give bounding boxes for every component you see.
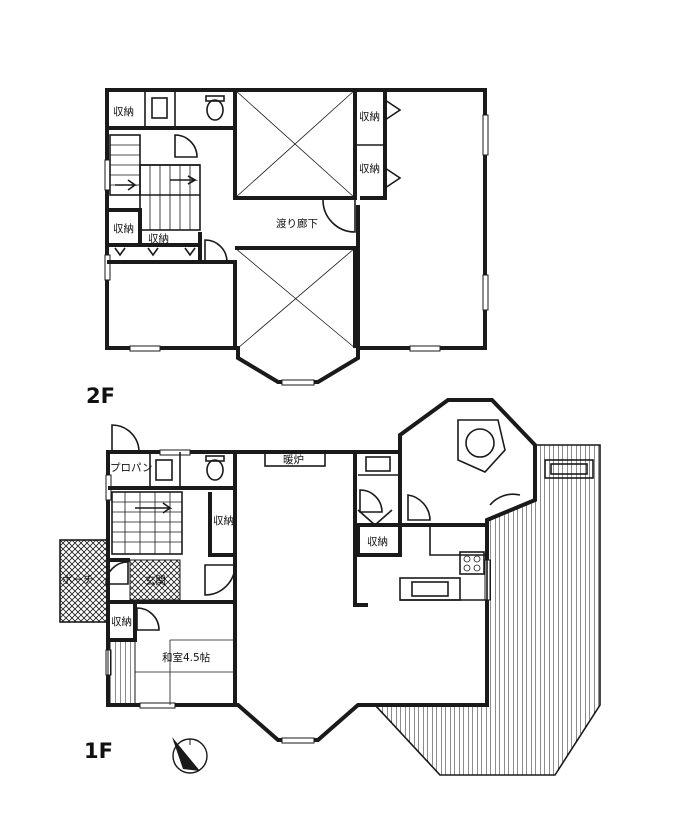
deck-area <box>373 444 601 776</box>
lower-stairs <box>111 491 183 555</box>
upper-storage-label: 収納 <box>359 110 380 123</box>
tatami-border-area <box>107 639 136 706</box>
porch-label: ポーチ <box>62 574 94 586</box>
upper-floor-label: 2F <box>86 384 115 408</box>
lower-floor-plan: プロパン 暖炉 収納 収納 収納 ポーチ 玄関 和室4.5帖 1F <box>59 398 601 776</box>
entrance-floor <box>129 559 181 601</box>
upper-storage-label: 収納 <box>113 222 134 235</box>
fireplace-label: 暖炉 <box>283 453 304 466</box>
entrance-label: 玄関 <box>145 574 166 587</box>
lower-storage-label: 収納 <box>367 535 388 548</box>
propane-label: プロパン <box>110 462 153 474</box>
japanese-room-label: 和室4.5帖 <box>162 651 211 664</box>
upper-floor-plan: 収納 収納 収納 収納 収納 渡り廊下 2F <box>86 88 489 408</box>
upper-floor-outer-wall <box>105 88 487 384</box>
upper-storage-label: 収納 <box>359 162 380 175</box>
lower-storage-label: 収納 <box>111 615 132 628</box>
upper-stairs <box>109 134 201 231</box>
upper-storage-label: 収納 <box>148 232 169 245</box>
corridor-label: 渡り廊下 <box>276 217 318 230</box>
lower-storage-label: 収納 <box>213 514 234 527</box>
lower-floor-label: 1F <box>84 739 113 763</box>
upper-storage-label: 収納 <box>113 105 134 118</box>
north-arrow-icon <box>172 737 208 774</box>
